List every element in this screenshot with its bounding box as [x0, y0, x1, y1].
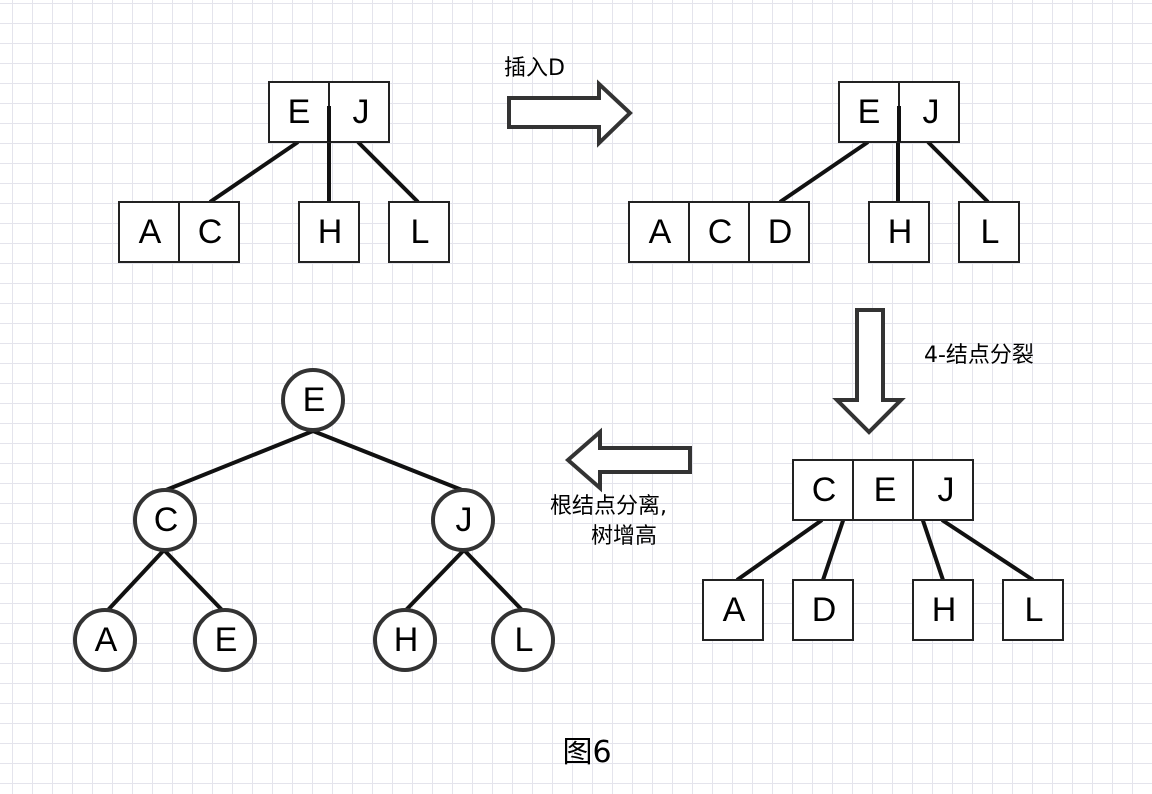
tree1-edge-ac: [208, 140, 300, 204]
tree2-root-key: E: [858, 93, 881, 131]
tree4-edge: [162, 548, 224, 612]
tree1-leaf-key: H: [318, 213, 343, 251]
tree4-edge: [106, 548, 166, 612]
tree4-node-label: L: [515, 621, 534, 659]
tree2-leaf-key-box: [868, 201, 930, 263]
tree2-leaf-key-box: [958, 201, 1020, 263]
tree2-leaf-key: C: [708, 213, 733, 251]
tree4: E C J A E H L: [73, 368, 555, 672]
arrow3-label-line2: 树增高: [591, 524, 657, 549]
tree2-leaf-key: A: [649, 213, 672, 251]
tree2-edge-acd: [778, 140, 870, 204]
tree3-leaf-key: H: [932, 591, 957, 629]
tree3-edge-a: [735, 518, 824, 582]
tree3-root-key: E: [874, 471, 897, 509]
tree4-node-circle: [373, 608, 437, 672]
arrow-down-shape: [832, 308, 906, 435]
tree2-root-key: J: [923, 93, 940, 131]
figure-title: 图6: [562, 735, 611, 770]
tree1: E J A C H L: [118, 81, 450, 263]
tree4-node-circle: [193, 608, 257, 672]
tree4-edge: [312, 429, 463, 492]
arrow-right: 插入D: [504, 56, 633, 148]
tree4-node-label: E: [215, 621, 238, 659]
tree3-root-key-box: [792, 459, 854, 521]
tree1-leaf-key-box: [118, 201, 180, 263]
tree4-node-circle: [491, 608, 555, 672]
tree2-leaf-key-box: [688, 201, 750, 263]
tree3-leaf-key-box: [912, 579, 974, 641]
tree3-root-key-box: [912, 459, 974, 521]
arrow3-label-line1: 根结点分离,: [550, 494, 667, 519]
arrow-left: 根结点分离, 树增高: [550, 427, 692, 549]
tree4-node-circle: [73, 608, 137, 672]
tree2-edge-l: [926, 140, 990, 204]
tree4-node-label: A: [95, 621, 118, 659]
tree4-node-circle: [431, 488, 495, 552]
tree2-leaf-key: D: [768, 213, 793, 251]
tree3-leaf-key: L: [1025, 591, 1044, 629]
tree2-leaf-key: L: [981, 213, 1000, 251]
tree4-edge: [462, 548, 524, 612]
tree1-leaf-key: L: [411, 213, 430, 251]
tree3-root-key: J: [938, 471, 955, 509]
tree4-edge: [404, 548, 466, 612]
tree2-leaf-key: H: [888, 213, 913, 251]
tree1-leaf-key: C: [198, 213, 223, 251]
arrow-right-shape: [507, 79, 633, 148]
tree3-leaf-key-box: [1002, 579, 1064, 641]
tree1-leaf-key-box: [388, 201, 450, 263]
tree1-leaf-key-box: [178, 201, 240, 263]
tree1-root-key: J: [353, 93, 370, 131]
tree3-leaf-key-box: [792, 579, 854, 641]
tree3: C E J A D H L: [702, 459, 1064, 641]
tree1-root-key: E: [288, 93, 311, 131]
tree4-edge: [165, 429, 314, 492]
tree2: E J A C D H L: [628, 81, 1020, 263]
tree4-node-label: C: [154, 501, 179, 539]
tree1-edge-l: [356, 140, 420, 204]
tree3-leaf-key: D: [812, 591, 837, 629]
tree4-node-label: H: [394, 621, 419, 659]
tree4-node-circle: [133, 488, 197, 552]
tree1-leaf-key: A: [139, 213, 162, 251]
tree4-node-label: J: [456, 501, 473, 539]
arrow-down: 4-结点分裂: [832, 308, 1034, 435]
tree2-leaf-key-box: [748, 201, 810, 263]
tree1-leaf-key-box: [298, 201, 360, 263]
arrow2-label: 4-结点分裂: [924, 343, 1034, 368]
tree3-leaf-key-box: [702, 579, 764, 641]
tree4-node-label: E: [303, 381, 326, 419]
tree3-leaf-key: A: [723, 591, 746, 629]
arrow1-label: 插入D: [504, 56, 565, 81]
arrow-left-shape: [564, 427, 692, 493]
tree4-node-circle: [281, 368, 345, 432]
tree3-edge-l: [940, 518, 1035, 582]
tree3-root-key: C: [812, 471, 837, 509]
